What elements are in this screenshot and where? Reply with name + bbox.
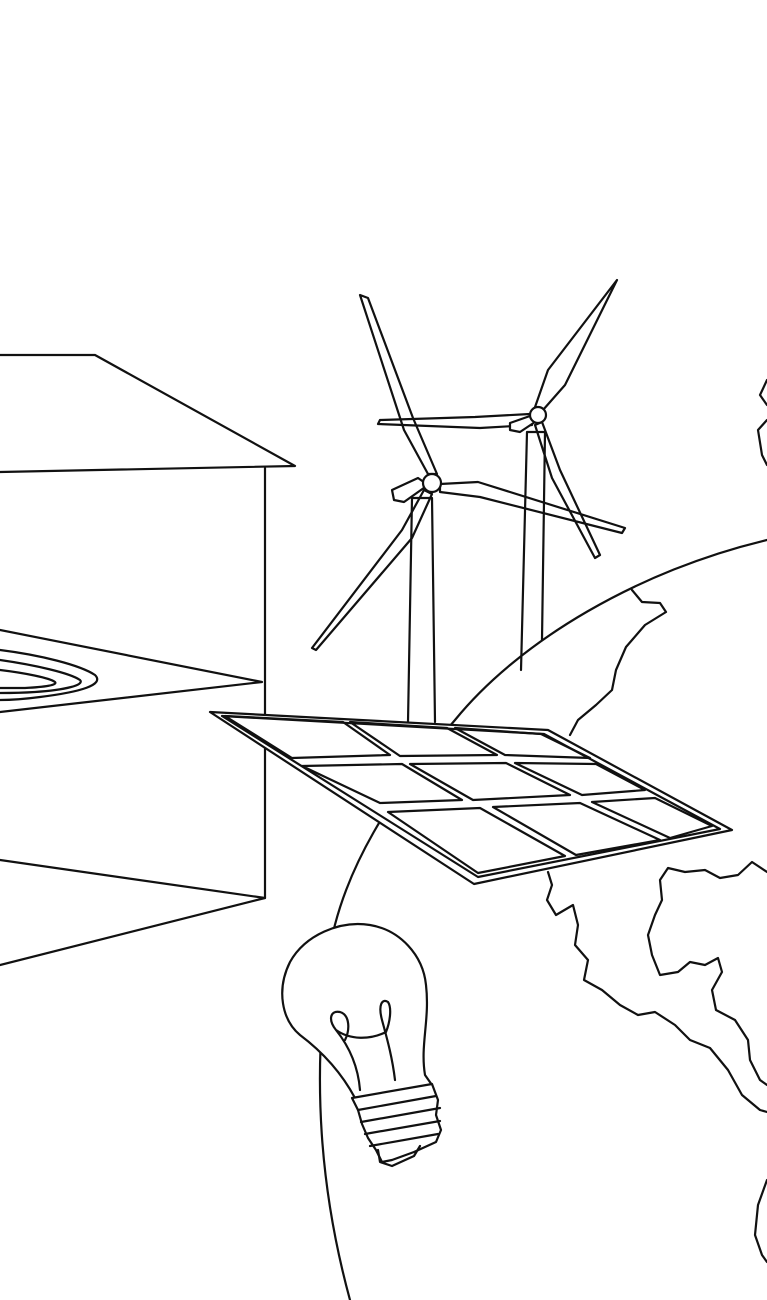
solar-cell bbox=[386, 806, 567, 875]
light-bulb-base-thread bbox=[359, 1106, 442, 1124]
light-bulb-base-thread bbox=[363, 1119, 442, 1136]
globe-continent-bottom bbox=[753, 1178, 767, 1264]
turbine-front-blade-right bbox=[438, 480, 627, 535]
wind-turbine-back bbox=[376, 278, 619, 672]
solar-cell bbox=[491, 801, 662, 857]
light-bulb-base bbox=[350, 1082, 443, 1164]
light-bulb-tip bbox=[376, 1144, 422, 1168]
house-roof bbox=[0, 353, 297, 474]
solar-cell bbox=[453, 726, 592, 760]
solar-cell bbox=[513, 761, 647, 797]
globe bbox=[318, 378, 767, 1300]
light-bulb-filament bbox=[330, 999, 397, 1092]
turbine-front-blade-down bbox=[310, 488, 434, 652]
turbine-back-hub bbox=[528, 405, 548, 425]
house-heating-coil bbox=[0, 648, 99, 702]
solar-cell bbox=[300, 762, 464, 805]
house bbox=[0, 353, 297, 967]
light-bulb-base-thread bbox=[356, 1094, 438, 1112]
globe-outline bbox=[318, 538, 767, 1300]
solar-cell bbox=[223, 714, 392, 760]
globe-continent-upper bbox=[568, 588, 668, 737]
globe-continent-edge bbox=[756, 378, 767, 467]
house-base bbox=[0, 858, 267, 967]
solar-cell bbox=[590, 796, 714, 840]
light-bulb-base-thread bbox=[368, 1132, 440, 1148]
wind-turbine-front bbox=[310, 293, 627, 724]
solar-cell bbox=[348, 720, 499, 758]
solar-panel bbox=[208, 710, 734, 886]
turbine-back-blade-down bbox=[533, 420, 602, 560]
turbine-back-tower bbox=[519, 430, 547, 672]
turbine-front-blade-up bbox=[358, 293, 439, 476]
light-bulb bbox=[281, 922, 443, 1168]
solar-cell bbox=[408, 761, 572, 802]
house-panel-edge bbox=[0, 628, 264, 714]
turbine-front-nacelle bbox=[390, 476, 430, 504]
turbine-front-hub bbox=[421, 472, 443, 494]
globe-continent-right bbox=[646, 860, 767, 1087]
globe-continent-lower bbox=[545, 870, 767, 1114]
light-bulb-glass bbox=[281, 922, 434, 1100]
turbine-back-blade-up bbox=[532, 278, 619, 412]
turbine-front-tower bbox=[406, 496, 437, 724]
